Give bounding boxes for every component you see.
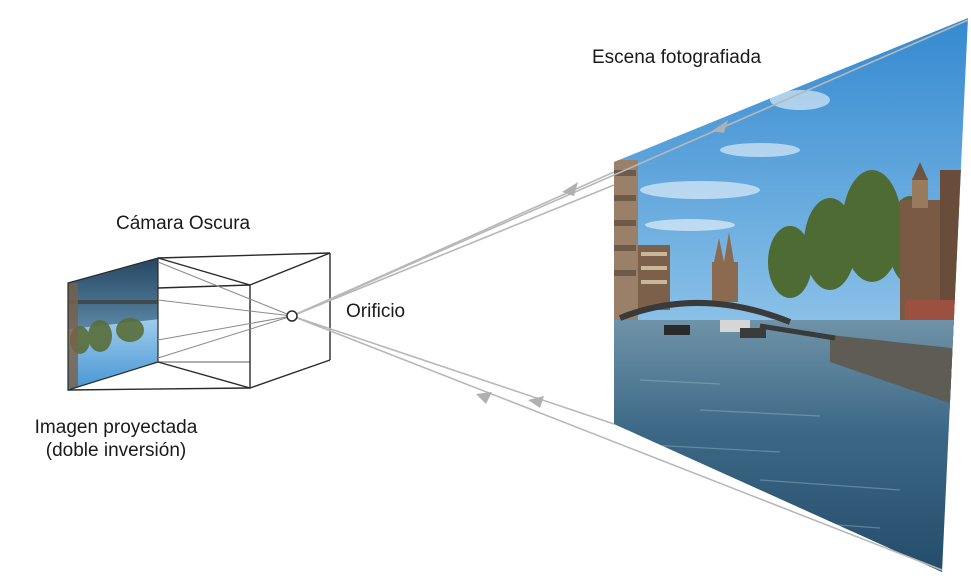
scene-church [712,232,738,302]
scene-label: Escena fotografiada [592,47,762,68]
ray-arrows [476,120,728,408]
scene-photo [614,18,968,572]
scene-bridge [618,300,836,341]
scene-clouds [640,90,830,231]
scene-quay [830,335,968,410]
scene-boats [664,320,766,338]
projected-image-label: Imagen proyectada (doble inversión) [10,416,222,462]
projected-image-label-line2: (doble inversión) [45,440,187,461]
projected-image-label-line1: Imagen proyectada [34,417,198,438]
camera-label: Cámara Oscura [116,213,251,234]
pinhole-marker [286,310,298,322]
projected-image [68,258,158,390]
light-rays [291,19,969,571]
camera-box [67,252,331,391]
scene-trees [768,170,932,298]
inner-rays [157,261,293,359]
pinhole-label: Orificio [346,301,406,322]
